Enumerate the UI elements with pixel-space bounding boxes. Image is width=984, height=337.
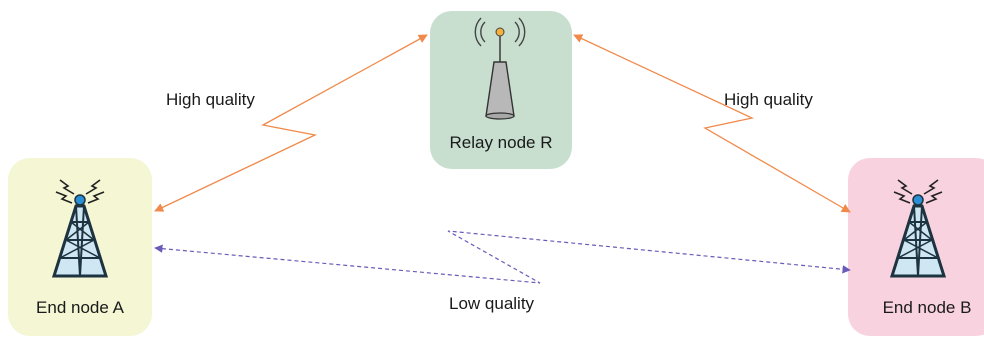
end-node-a-label: End node A — [36, 298, 124, 317]
link-a-to-r — [154, 34, 428, 212]
link-a-to-b-label: Low quality — [449, 294, 535, 313]
transmission-tower-icon-b — [889, 179, 947, 278]
link-a-to-b — [154, 230, 851, 284]
link-r-to-b — [573, 34, 851, 213]
link-a-to-r-label: High quality — [166, 90, 255, 109]
end-node-b-label: End node B — [882, 298, 972, 317]
antenna-icon — [474, 17, 526, 120]
transmission-tower-icon-a — [51, 179, 109, 278]
relay-node-r-label: Relay node R — [449, 133, 553, 152]
link-r-to-b-label: High quality — [724, 90, 813, 109]
end-node-b: End node B — [848, 158, 984, 336]
